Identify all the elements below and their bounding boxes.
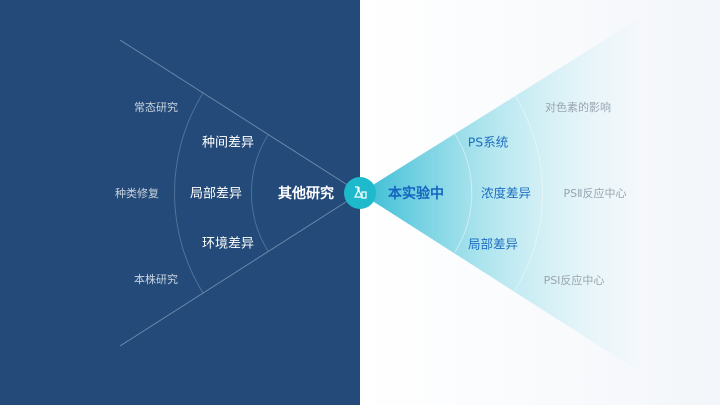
right-inner-arc xyxy=(454,133,473,253)
right-outer-item: PSI反应中心 xyxy=(543,274,605,287)
hub-circle xyxy=(344,177,376,209)
right-outer-item: 对色素的影响 xyxy=(545,101,611,114)
left-middle-item: 种间差异 xyxy=(201,135,255,151)
left-middle-item: 环境差异 xyxy=(201,236,255,252)
left-top-ray xyxy=(119,39,361,194)
right-middle-item: 浓度差异 xyxy=(480,185,532,201)
left-outer-arc xyxy=(174,92,204,294)
left-outer-item: 常态研究 xyxy=(134,101,178,114)
left-inner-arc xyxy=(250,134,269,252)
right-center-label: 本实验中 xyxy=(388,186,444,202)
left-center-label: 其他研究 xyxy=(278,186,334,202)
left-outer-item: 本株研究 xyxy=(134,273,178,286)
left-outer-item: 种类修复 xyxy=(115,187,159,200)
right-cone xyxy=(360,18,640,372)
right-outer-arc xyxy=(514,95,544,291)
left-bottom-ray xyxy=(119,192,361,347)
left-panel xyxy=(0,0,360,405)
right-middle-item: PS系统 xyxy=(467,134,509,150)
right-middle-item: 局部差异 xyxy=(467,236,519,252)
lab-flask-icon xyxy=(354,186,367,199)
left-middle-item: 局部差异 xyxy=(189,186,243,202)
right-outer-item: PSⅡ反应中心 xyxy=(563,187,627,200)
